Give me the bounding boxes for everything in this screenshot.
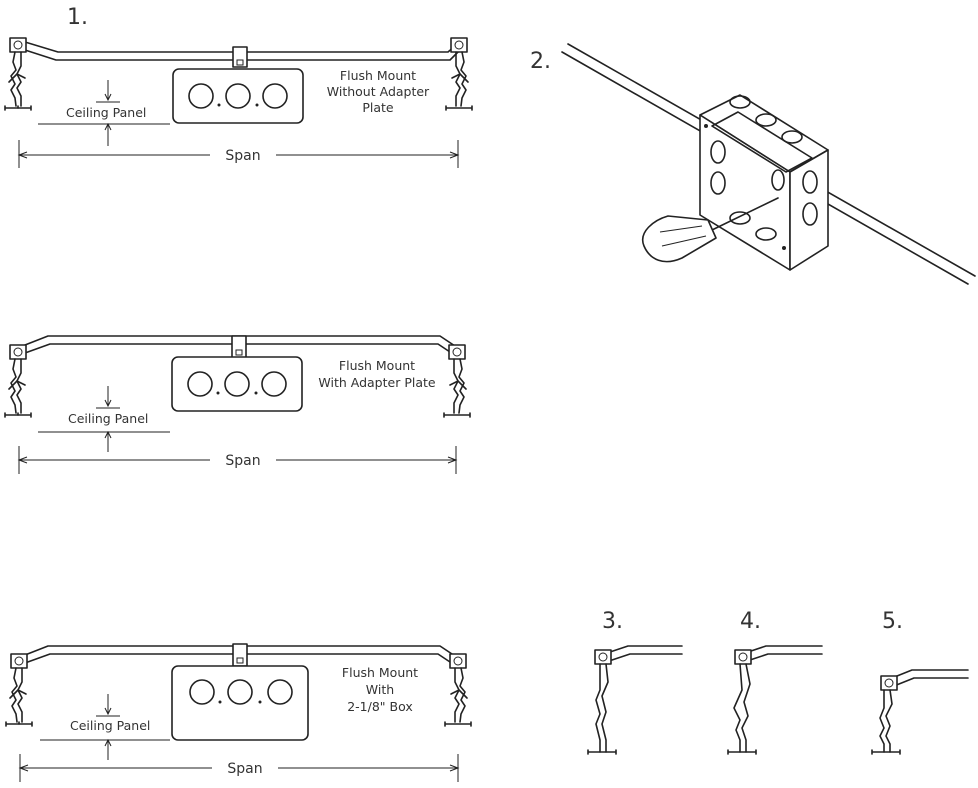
step-number-2: 2. bbox=[530, 49, 551, 74]
panel-3: Ceiling Panel Flush Mount With 2-1/8" Bo… bbox=[5, 643, 472, 782]
note-line-3: 2-1/8" Box bbox=[347, 699, 413, 714]
right-clip bbox=[444, 653, 472, 727]
step-number-5: 5. bbox=[882, 609, 903, 634]
step-2-illustration: 2. bbox=[530, 43, 976, 285]
left-clip bbox=[5, 653, 33, 727]
span-label: Span bbox=[225, 148, 260, 164]
ceiling-panel-label: Ceiling Panel bbox=[70, 718, 150, 733]
note-line-3: Plate bbox=[362, 100, 394, 115]
ceiling-panel-label: Ceiling Panel bbox=[66, 105, 146, 120]
note-line-2: With Adapter Plate bbox=[318, 375, 435, 390]
left-clip bbox=[4, 37, 32, 111]
note-line-1: Flush Mount bbox=[342, 665, 418, 680]
outlet-box bbox=[172, 68, 304, 124]
panel-2: Ceiling Panel Flush Mount With Adapter P… bbox=[4, 335, 471, 474]
panel-1: 1. Ceiling Panel Flush Mount Without Ada… bbox=[4, 5, 473, 168]
right-clip bbox=[445, 37, 473, 111]
step-3-detail: 3. bbox=[587, 609, 683, 755]
step-number-4: 4. bbox=[740, 609, 761, 634]
note-line-2: With bbox=[366, 682, 394, 697]
right-clip bbox=[443, 344, 471, 418]
note-line-2: Without Adapter bbox=[327, 84, 430, 99]
note-line-1: Flush Mount bbox=[339, 358, 415, 373]
step-4-detail: 4. bbox=[727, 609, 823, 755]
span-label: Span bbox=[227, 761, 262, 777]
note-line-1: Flush Mount bbox=[340, 68, 416, 83]
span-label: Span bbox=[225, 453, 260, 469]
screwdriver-shaft bbox=[711, 197, 779, 231]
outlet-box bbox=[171, 665, 309, 741]
step-number-3: 3. bbox=[602, 609, 623, 634]
bar-bracket bbox=[232, 46, 248, 68]
left-clip bbox=[4, 344, 32, 418]
screwdriver-handle bbox=[641, 215, 717, 263]
ceiling-panel-label: Ceiling Panel bbox=[68, 411, 148, 426]
step-number-1: 1. bbox=[67, 5, 88, 30]
step-5-detail: 5. bbox=[871, 609, 969, 755]
outlet-box bbox=[171, 356, 303, 412]
